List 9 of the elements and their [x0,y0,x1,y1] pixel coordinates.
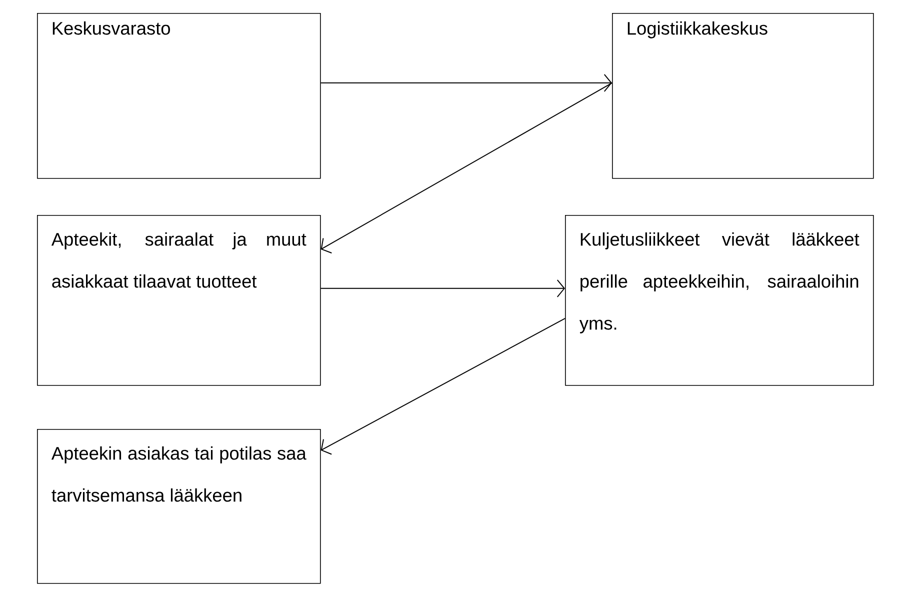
arrow [320,82,612,254]
process-box: Keskusvarasto [37,13,321,179]
process-box: Apteekit, sairaalat ja muut asiakkaat tilaavat tuotteet [37,215,321,386]
process-box: Logistiikkakeskus [612,13,874,179]
process-box: Kuljetusliikkeet vievät lääkkeet perille apteekkeihin, sairaaloihin yms. [565,215,874,386]
arrow [320,74,612,92]
process-box: Apteekin asiakas tai potilas saa tarvitsemansa lääkkeen [37,429,321,584]
arrow [320,318,566,455]
arrow [320,279,565,298]
